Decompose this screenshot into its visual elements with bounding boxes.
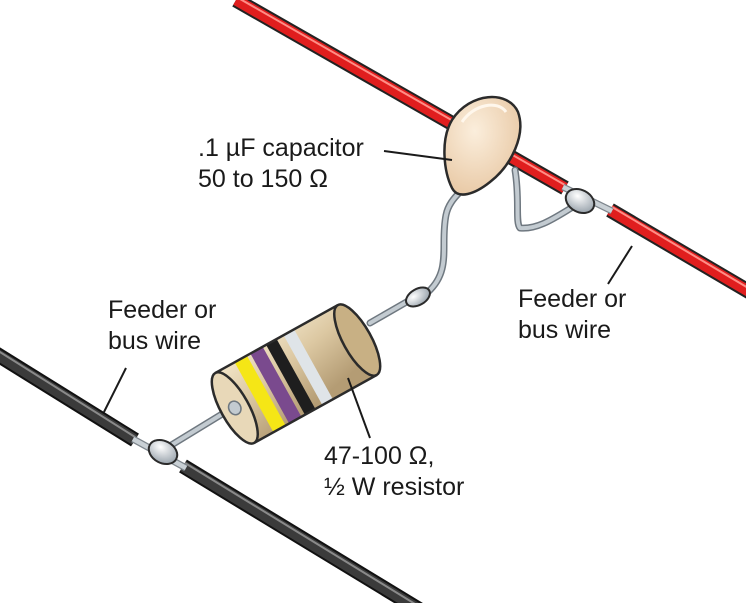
capacitor xyxy=(443,95,522,196)
component-leads xyxy=(156,166,582,456)
band-black xyxy=(266,339,316,415)
right-feeder-label-line2: bus wire xyxy=(518,316,612,344)
right-feeder-label: Feeder or bus wire xyxy=(518,284,626,346)
black-feeder-wire xyxy=(0,347,423,603)
resistor-label: 47-100 Ω, ½ W resistor xyxy=(324,441,464,503)
band-violet xyxy=(250,346,302,424)
resistor-leader xyxy=(347,377,371,439)
resistor xyxy=(210,303,382,445)
band-yellow xyxy=(234,355,286,433)
left-feeder-label-line2: bus wire xyxy=(108,327,202,355)
solder-joint-red xyxy=(564,188,596,214)
callout-lines xyxy=(103,150,633,439)
capacitor-label: .1 µF capacitor 50 to 150 Ω xyxy=(198,133,364,195)
capacitor-label-line2: 50 to 150 Ω xyxy=(198,165,328,193)
solder-joint-inline xyxy=(405,286,431,308)
solder-joint-black xyxy=(147,439,179,465)
left-feeder-label: Feeder or bus wire xyxy=(108,295,216,357)
left-feeder-label-line1: Feeder or xyxy=(108,296,217,324)
band-silver xyxy=(283,329,333,406)
right-feeder-label-line1: Feeder or xyxy=(518,285,627,313)
capacitor-label-line1: .1 µF capacitor xyxy=(198,134,364,162)
resistor-label-line2: ½ W resistor xyxy=(324,473,465,501)
right-feeder-leader xyxy=(607,245,633,285)
capacitor-leader xyxy=(383,150,453,161)
resistor-label-line1: 47-100 Ω, xyxy=(324,442,435,470)
left-feeder-leader xyxy=(103,367,127,413)
